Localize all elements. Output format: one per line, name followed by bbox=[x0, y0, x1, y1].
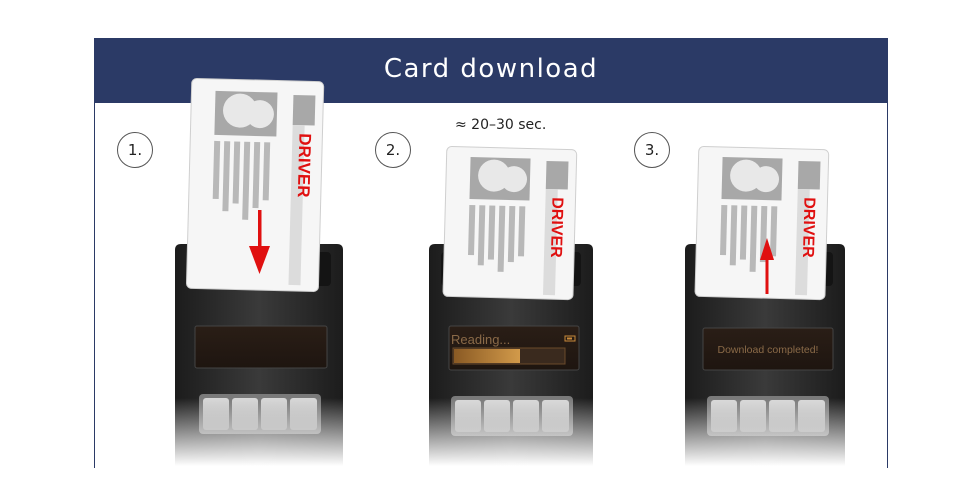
step-1-display bbox=[194, 325, 328, 369]
step-2-duration-note: ≈ 20–30 sec. bbox=[455, 117, 547, 133]
step-1-arrow bbox=[249, 210, 270, 274]
bottom-fade bbox=[95, 398, 887, 468]
card-download-diagram: Card download bbox=[94, 38, 888, 468]
step-3-card-label: DRIVER bbox=[799, 197, 818, 258]
step-3-card: DRIVER bbox=[694, 145, 830, 301]
step-2-progress-fill bbox=[454, 349, 520, 363]
diagram-title: Card download bbox=[383, 54, 599, 84]
step-1-card: DRIVER bbox=[185, 77, 325, 293]
step-2-card: DRIVER bbox=[442, 145, 578, 301]
step-2-number: 2. bbox=[375, 132, 411, 168]
step-1-number: 1. bbox=[117, 132, 153, 168]
step-2-display-text: Reading... bbox=[451, 332, 510, 347]
battery-icon bbox=[564, 335, 576, 342]
step-3-number: 3. bbox=[634, 132, 670, 168]
step-2-card-label: DRIVER bbox=[547, 197, 566, 258]
step-1-card-label: DRIVER bbox=[294, 133, 315, 198]
step-3-display bbox=[702, 327, 834, 371]
step-3-display-text: Download completed! bbox=[718, 344, 819, 356]
step-3-arrow bbox=[760, 238, 774, 294]
